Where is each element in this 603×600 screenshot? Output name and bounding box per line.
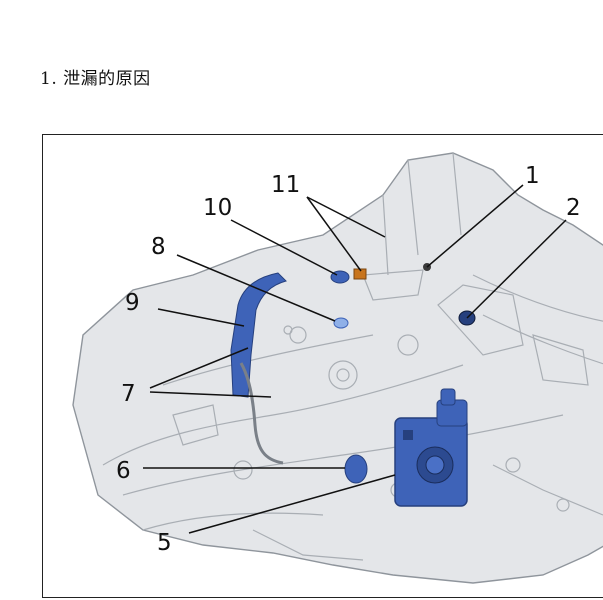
callout-9: 9 <box>125 290 140 316</box>
callout-8: 8 <box>151 234 166 260</box>
section-heading: 1. 泄漏的原因 <box>40 69 151 89</box>
callout-10: 10 <box>203 195 232 221</box>
callout-6: 6 <box>116 458 131 484</box>
callout-11: 11 <box>271 172 300 198</box>
callout-2: 2 <box>566 195 581 221</box>
part-6-plug <box>344 454 368 484</box>
transmission-tube <box>239 362 284 465</box>
transmission-illustration: 1 2 5 6 7 8 9 10 11 <box>72 152 603 584</box>
part-5-assembly <box>394 388 468 507</box>
housing-details <box>102 152 603 561</box>
part-8 <box>333 317 349 329</box>
clutch-housing-seal <box>230 272 287 398</box>
callout-5: 5 <box>157 530 172 556</box>
transmission-leak-figure: 1 2 5 6 7 8 9 10 11 <box>42 134 603 598</box>
callout-7: 7 <box>121 381 136 407</box>
gearbox-housing <box>72 152 603 584</box>
callout-leader-lines <box>143 184 567 534</box>
callout-1: 1 <box>525 163 540 189</box>
